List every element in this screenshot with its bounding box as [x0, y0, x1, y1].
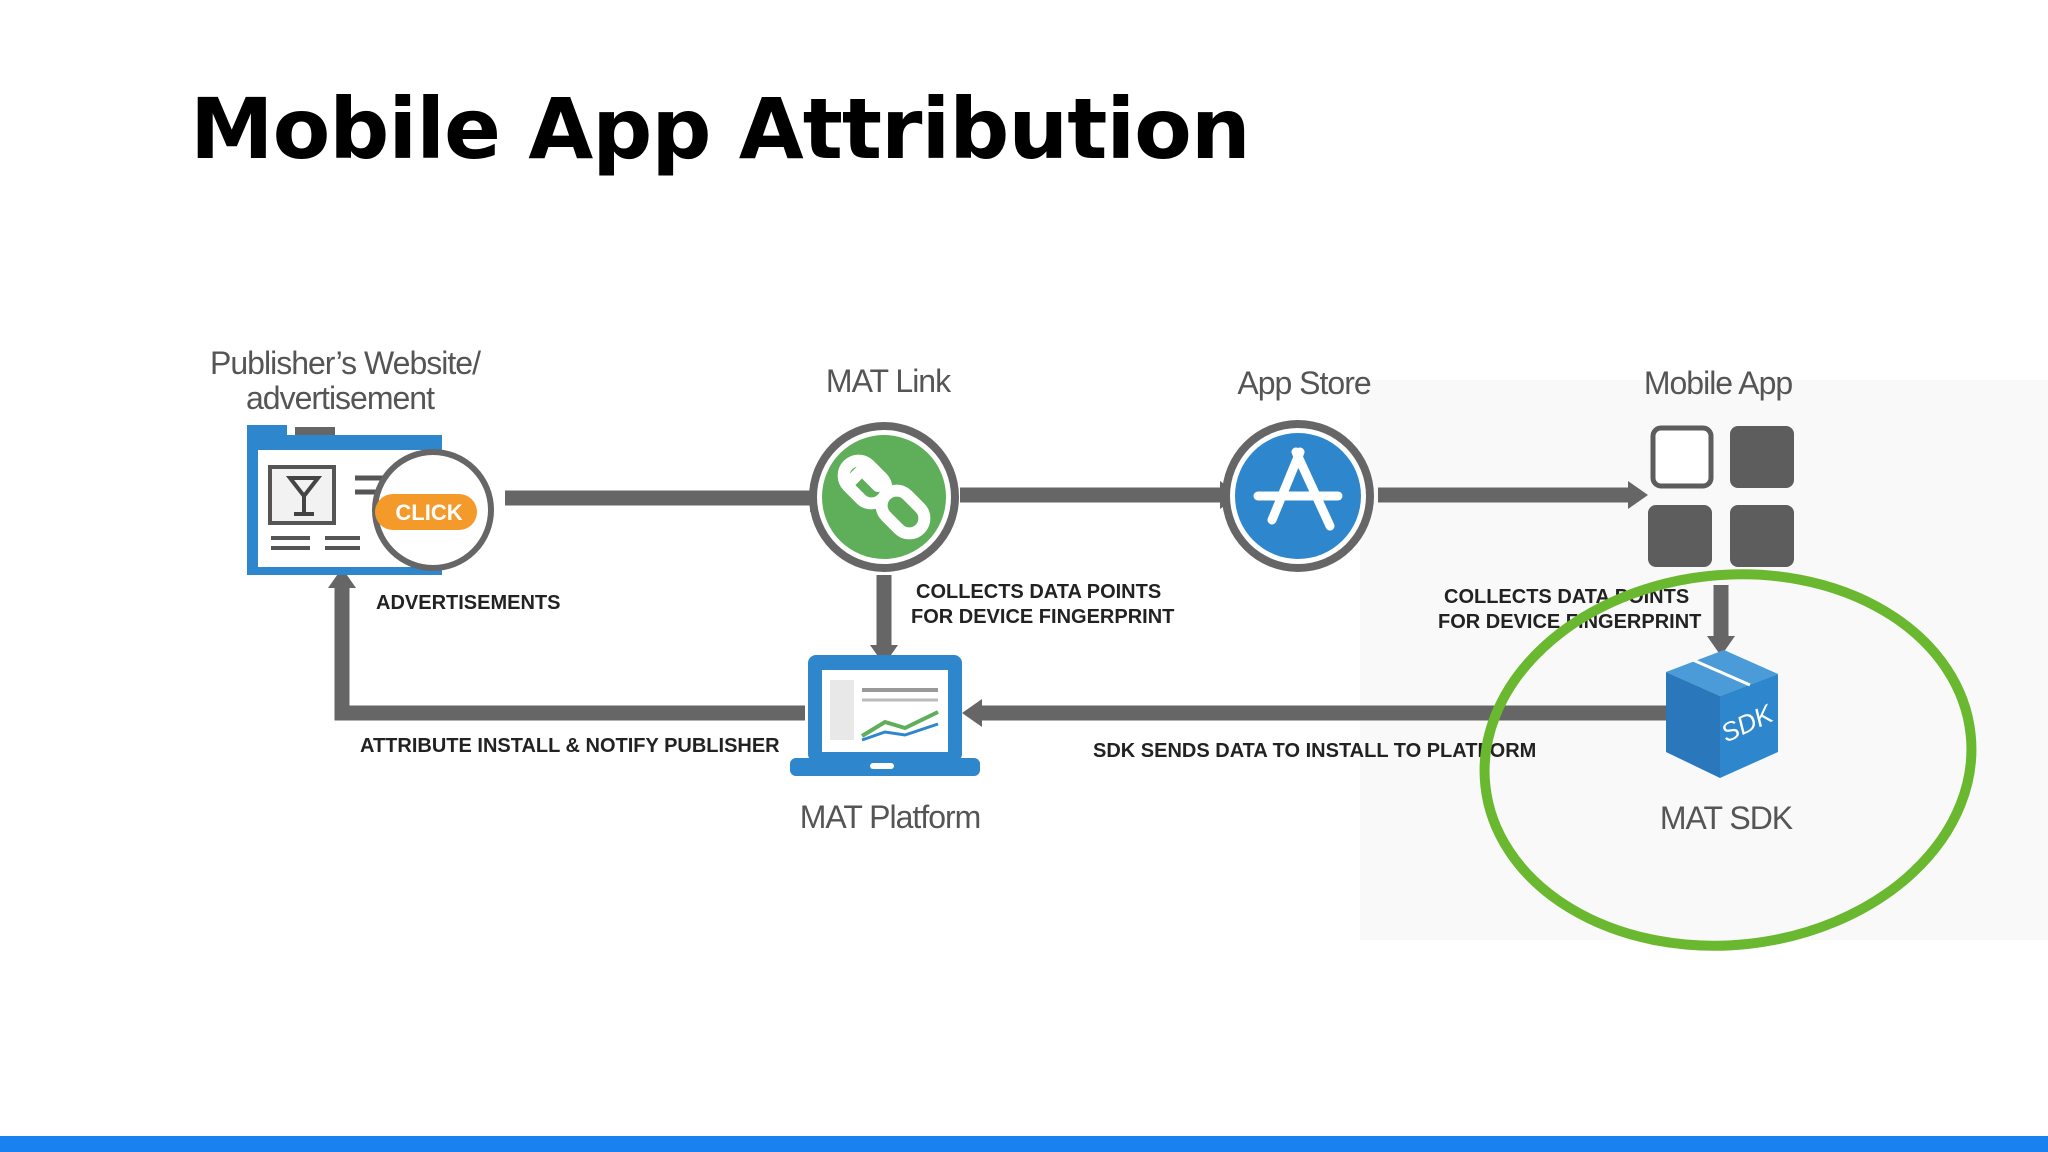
edge-labels: ADVERTISEMENTS COLLECTS DATA POINTS FOR …	[360, 581, 1701, 762]
sdk-cube-icon: SDK	[1666, 650, 1779, 778]
mat-sdk-node: SDK MAT SDK	[1660, 650, 1794, 836]
publisher-node: Publisher’s Website/ advertisement CLICK	[210, 345, 494, 575]
mobile-app-label: Mobile App	[1644, 365, 1793, 401]
click-button-label: CLICK	[395, 500, 462, 525]
publisher-label-line1: Publisher’s Website/	[210, 345, 481, 381]
laptop-icon	[790, 655, 980, 776]
advertisements-label: ADVERTISEMENTS	[376, 592, 560, 614]
arrowhead-app	[1628, 481, 1648, 509]
chain-link-icon	[837, 454, 931, 540]
app-store-node: App Store	[1222, 365, 1374, 572]
mat-sdk-label: MAT SDK	[1660, 800, 1793, 836]
app-store-icon	[1253, 447, 1343, 531]
collects-link-line2: FOR DEVICE FINGERPRINT	[911, 606, 1174, 628]
app-grid-icon	[1648, 425, 1794, 567]
mat-platform-label: MAT Platform	[800, 799, 981, 835]
arrow-platform-to-publisher	[334, 585, 805, 721]
mat-platform-node: MAT Platform	[790, 655, 981, 835]
attribute-install-label: ATTRIBUTE INSTALL & NOTIFY PUBLISHER	[360, 735, 780, 757]
app-store-label: App Store	[1237, 365, 1371, 401]
slide-title: Mobile App Attribution	[190, 80, 1251, 178]
publisher-label-line2: advertisement	[246, 380, 435, 416]
sdk-sends-label: SDK SENDS DATA TO INSTALL TO PLATFORM	[1093, 740, 1536, 762]
footer-bar	[0, 1136, 2048, 1152]
highlight-circle	[1479, 569, 1977, 951]
flow-arrows	[334, 487, 1729, 721]
arrowhead-sdk	[1707, 636, 1735, 656]
mobile-app-node: Mobile App	[1644, 365, 1794, 567]
arrowhead-platform-left	[962, 699, 982, 727]
arrowhead-publisher	[328, 568, 356, 588]
mat-link-node: MAT Link	[809, 363, 959, 572]
mat-link-label: MAT Link	[826, 363, 952, 399]
click-badge: CLICK	[372, 449, 494, 571]
collects-link-line1: COLLECTS DATA POINTS	[916, 581, 1161, 603]
